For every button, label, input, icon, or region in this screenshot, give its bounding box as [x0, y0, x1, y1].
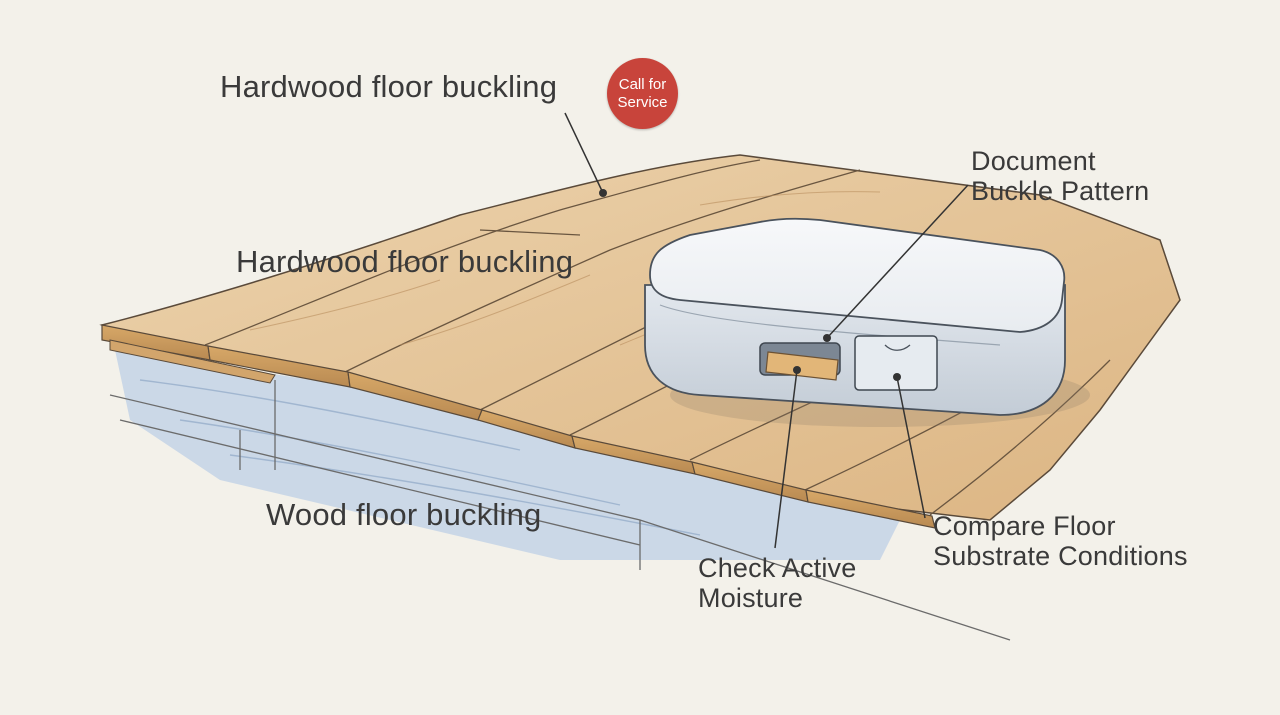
leader-document [826, 184, 969, 339]
label-wood-floor: Wood floor buckling [266, 497, 542, 532]
moisture-line2: Moisture [698, 583, 804, 614]
leader-top-title [564, 112, 604, 194]
label-hardwood-mid: Hardwood floor buckling [236, 244, 574, 279]
moisture-line1: Check Active [698, 553, 857, 583]
label-document-buckle: Document Buckle Pattern [971, 146, 1149, 206]
badge-line2: Service [617, 93, 668, 111]
compare-line1: Compare Floor [933, 511, 1116, 541]
plank-edges [101, 324, 936, 529]
label-compare-floor: Compare Floor Substrate Conditions [933, 511, 1188, 571]
leader-moisture [774, 369, 798, 549]
label-hardwood-top: Hardwood floor buckling [220, 69, 558, 104]
moisture-device [644, 217, 1066, 416]
leader-compare [896, 376, 926, 519]
leader-dots [599, 189, 901, 381]
label-check-moisture: Check Active Moisture [698, 553, 856, 613]
compare-line2: Substrate Conditions [933, 541, 1188, 572]
call-for-service-button[interactable]: Call for Service [607, 58, 678, 129]
leader-lines [564, 112, 969, 549]
badge-line1: Call for [618, 76, 667, 94]
document-line1: Document [971, 146, 1096, 176]
subfloor-moisture [115, 350, 900, 560]
floor-joists [109, 380, 1011, 641]
document-line2: Buckle Pattern [971, 176, 1150, 207]
plank-seams [204, 159, 1111, 516]
